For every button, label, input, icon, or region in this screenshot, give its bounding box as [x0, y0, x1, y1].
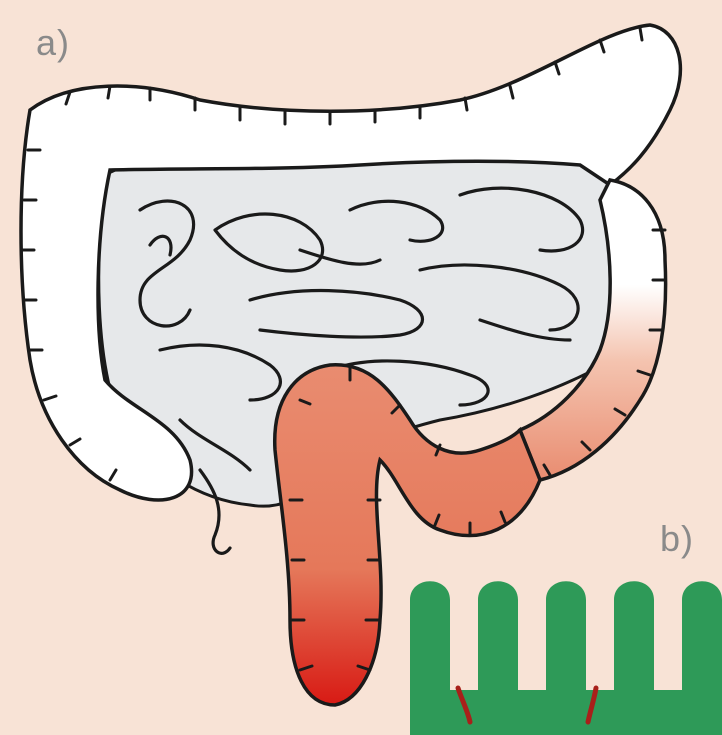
- villi: [410, 581, 722, 735]
- panel-a-label: a): [36, 22, 70, 64]
- panel-b-label: b): [660, 518, 694, 560]
